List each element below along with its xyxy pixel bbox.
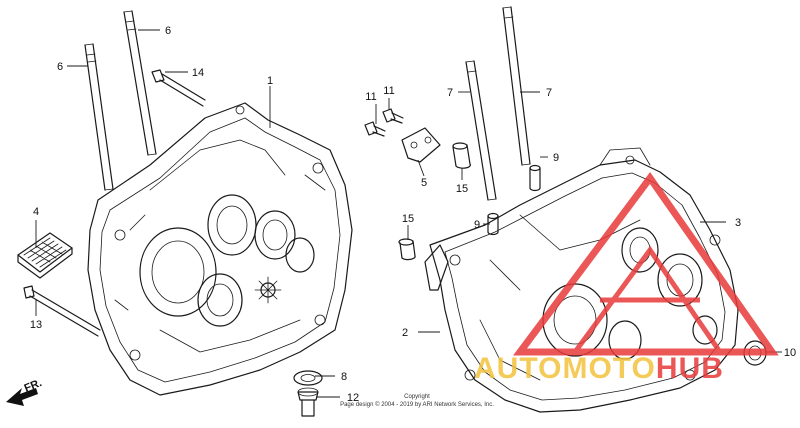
bolt-11-right: [382, 108, 404, 124]
watermark-inner-triangle-icon: [572, 245, 723, 354]
dowel-pin-9-upper: [529, 164, 541, 192]
stud-bolt-7-right: [502, 6, 531, 166]
watermark-triangle-icon: [513, 172, 779, 356]
stud-bolt-6-right: [123, 10, 157, 156]
dowel-15-left: [398, 238, 416, 261]
label-2: 2: [402, 327, 408, 339]
label-8: 8: [341, 371, 347, 383]
plate-5: [401, 127, 441, 163]
front-direction-indicator: FR.: [6, 377, 44, 406]
washer-8: [293, 370, 323, 386]
label-7a: 7: [447, 87, 453, 99]
label-1: 1: [267, 75, 273, 87]
oil-strainer-4: [17, 232, 73, 279]
label-15b: 15: [402, 213, 414, 225]
watermark-text: AUTOMOTOHUB: [474, 352, 724, 385]
label-9b: 9: [474, 219, 480, 231]
label-11b: 11: [383, 85, 394, 97]
label-4: 4: [33, 206, 39, 218]
watermark-text-part2: HUB: [656, 352, 724, 385]
label-6a: 6: [57, 61, 63, 73]
label-10: 10: [784, 347, 796, 359]
bolt-13: [23, 285, 101, 337]
watermark-logo: AUTOMOTOHUB: [474, 172, 779, 385]
label-7b: 7: [546, 87, 552, 99]
bolt-11-left: [364, 121, 386, 137]
stud-bolt-6-left: [84, 43, 114, 191]
drain-bolt-12: [297, 387, 319, 417]
label-6b: 6: [165, 25, 171, 37]
dowel-15-right: [452, 142, 471, 169]
label-3: 3: [735, 217, 741, 229]
label-5: 5: [421, 177, 427, 189]
copyright-notice: Copyright Page design © 2004 - 2019 by A…: [340, 394, 494, 408]
watermark-text-part1: AUTOMOTO: [474, 352, 656, 385]
label-11a: 11: [365, 91, 376, 103]
label-13: 13: [30, 319, 42, 331]
label-12: 12: [347, 392, 359, 404]
copyright-line2: Page design © 2004 - 2019 by ARI Network…: [340, 401, 494, 408]
leader-lines: [35, 29, 782, 398]
label-14: 14: [192, 67, 204, 79]
label-15a: 15: [456, 183, 468, 195]
arrow-icon: [6, 388, 38, 406]
direction-label: FR.: [23, 377, 44, 395]
part-number-labels: 1 2 3 4 5 6 6 7 7 8 9 9 10 11 11 12 13 1…: [30, 25, 796, 404]
label-9a: 9: [553, 152, 559, 164]
copyright-line1: Copyright: [404, 394, 430, 400]
stud-bolt-7-left: [465, 60, 497, 201]
left-crankcase: [87, 102, 353, 396]
bolt-14: [151, 69, 206, 107]
